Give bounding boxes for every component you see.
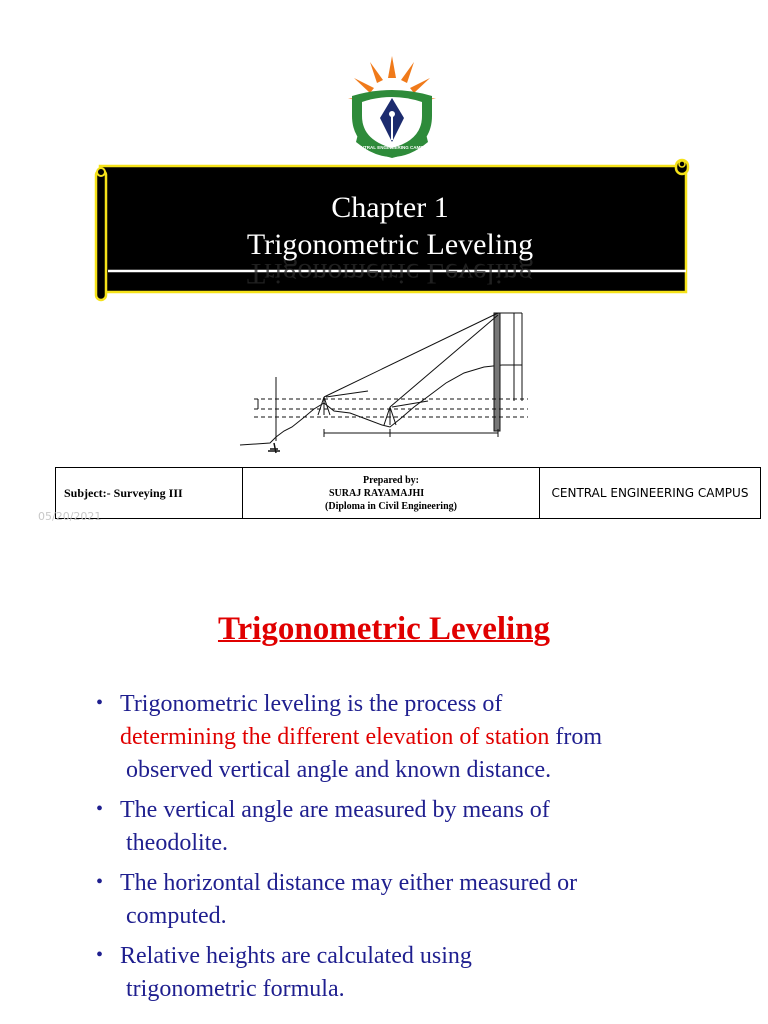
chapter-title: Trigonometric Leveling: [246, 228, 534, 261]
bullet-item: • Trigonometric leveling is the process …: [94, 688, 734, 787]
banner-title: Chapter 1 Trigonometric Leveling: [100, 190, 680, 264]
section-heading: Trigonometric Leveling: [217, 611, 551, 647]
bullet-icon: •: [96, 798, 104, 820]
bullet-text: from: [549, 724, 603, 750]
prepared-by-cell: Prepared by: SURAJ RAYAMAJHI (Diploma in…: [242, 467, 540, 519]
bullet-icon: •: [96, 692, 104, 714]
slide-info-table: Subject:- Surveying III Prepared by: SUR…: [55, 467, 761, 519]
bullet-highlight: determining the different elevation of s…: [120, 724, 550, 750]
prepared-by-name: SURAJ RAYAMAJHI: [329, 487, 425, 499]
subject-cell: Subject:- Surveying III: [55, 467, 243, 519]
campus-logo: CENTRAL ENGINEERING CAMPUS: [348, 56, 436, 158]
bullet-list: • Trigonometric leveling is the process …: [94, 688, 734, 1013]
bullet-text: The horizontal distance may either measu…: [120, 870, 578, 896]
prepared-by-label: Prepared by:: [362, 474, 419, 486]
bullet-text: theodolite.: [126, 830, 228, 856]
bullet-text: trigonometric formula.: [126, 976, 345, 1002]
prepared-by-detail: (Diploma in Civil Engineering): [325, 500, 457, 512]
title-scroll-banner: [94, 158, 690, 302]
bullet-text: observed vertical angle and known distan…: [126, 757, 552, 783]
bullet-text: Relative heights are calculated using: [120, 943, 472, 969]
bullet-item: • The vertical angle are measured by mea…: [94, 794, 734, 860]
bullet-item: • The horizontal distance may either mea…: [94, 867, 734, 933]
pen-nib-icon: [380, 98, 404, 142]
bullet-text: The vertical angle are measured by means…: [120, 797, 550, 823]
bullet-item: • Relative heights are calculated using …: [94, 940, 734, 1006]
campus-cell: CENTRAL ENGINEERING CAMPUS: [539, 467, 761, 519]
bullet-text: Trigonometric leveling is the process of: [120, 691, 503, 717]
bullet-icon: •: [96, 871, 104, 893]
chapter-number: Chapter 1: [331, 191, 449, 224]
logo-text: CENTRAL ENGINEERING CAMPUS: [355, 145, 430, 150]
bullet-text: computed.: [126, 903, 227, 929]
slide-date: 05/20/2021: [38, 510, 102, 523]
trigonometric-leveling-diagram: [239, 312, 528, 454]
bullet-icon: •: [96, 944, 104, 966]
